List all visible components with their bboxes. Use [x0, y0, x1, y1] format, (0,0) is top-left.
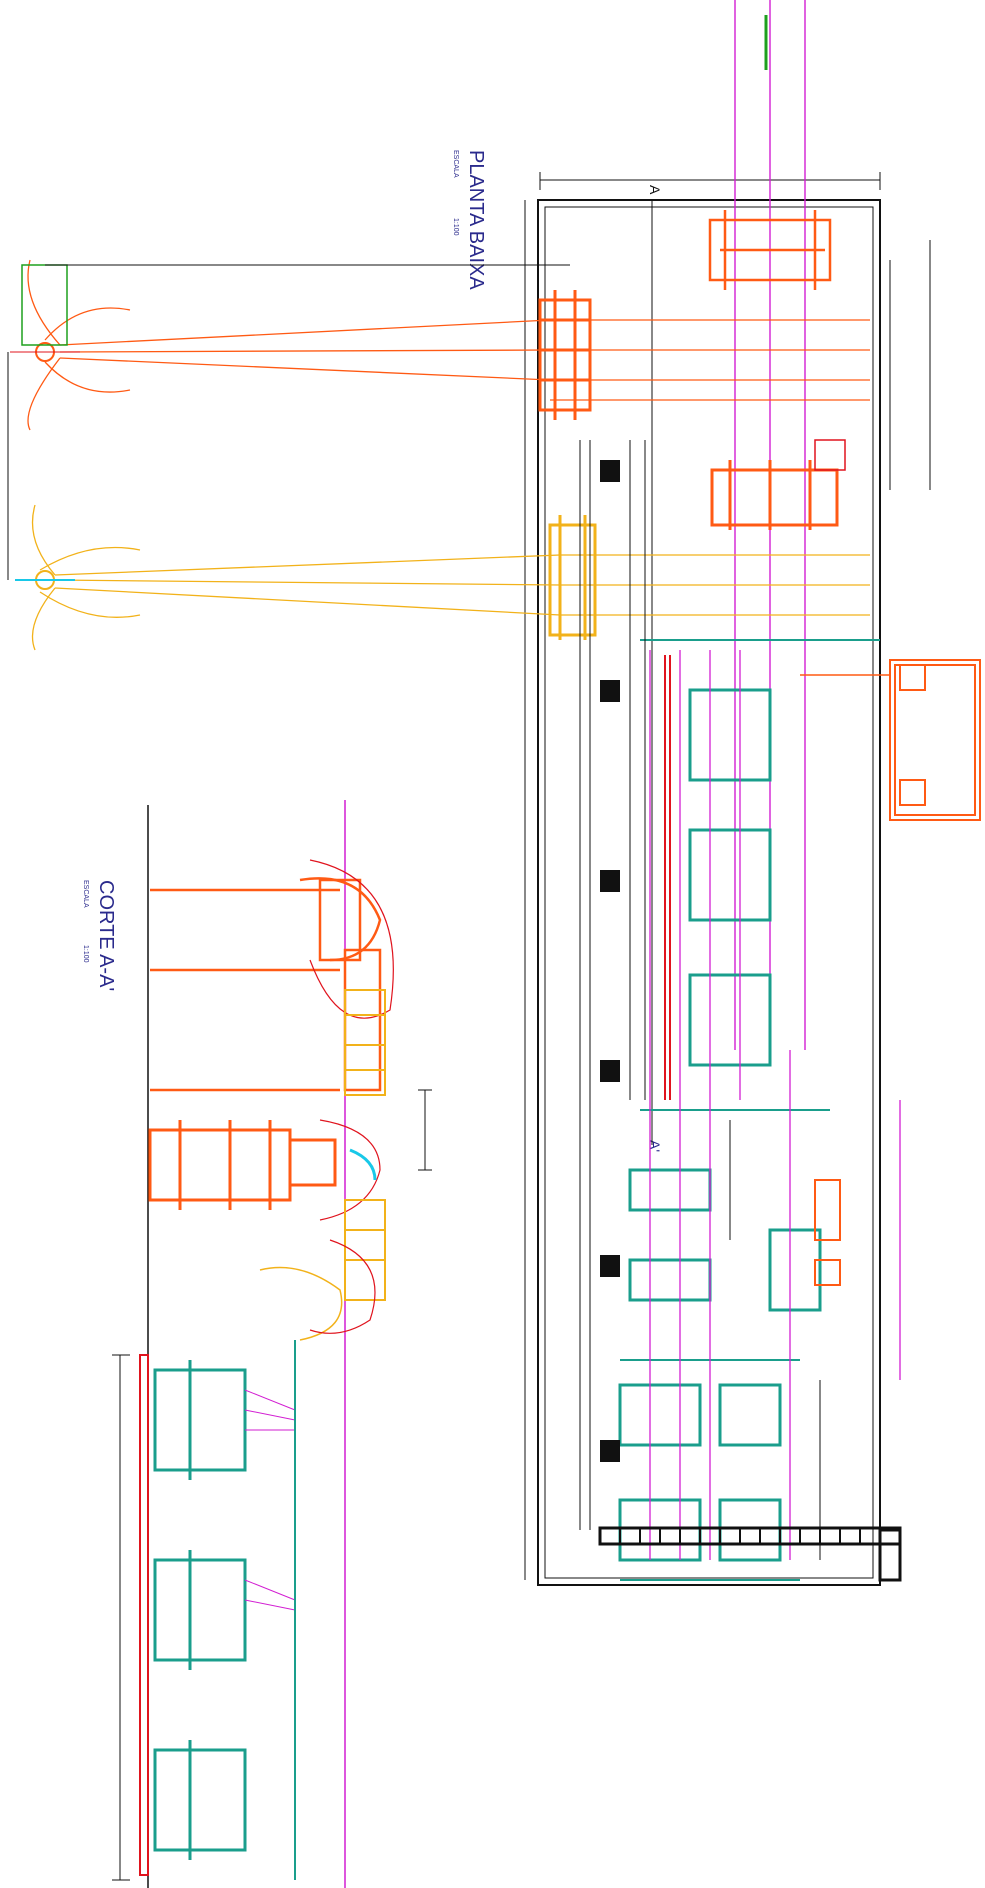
control-house — [889, 659, 981, 821]
section-teal-transformers — [153, 1360, 247, 1860]
main-bay-equipment — [710, 460, 839, 530]
yellow-portal-frame — [548, 515, 597, 640]
yellow-feeder-bundle — [31, 504, 870, 651]
section-transformer-feeders — [244, 1389, 296, 1611]
section-view: CORTE A-A' ESCALA 1:100 — [82, 800, 432, 1888]
plan-scale-label: ESCALA — [452, 150, 459, 178]
plan-title-block: PLANTA BAIXA ESCALA 1:100 — [452, 150, 487, 290]
plan-interior-dimensions — [629, 240, 931, 1560]
plan-dimension-top — [539, 172, 881, 190]
plan-title: PLANTA BAIXA — [465, 150, 487, 290]
section-yellow-structure-2 — [344, 1199, 386, 1301]
cable-trench-blocks — [600, 460, 620, 1462]
section-yellow-structure-1 — [344, 989, 386, 1096]
substation-fence-inner — [544, 206, 874, 1579]
section-dimension-right — [418, 1089, 432, 1171]
cable-trench-row — [598, 1526, 902, 1546]
internal-buses — [649, 650, 901, 1560]
section-clearance-arc-2 — [319, 1119, 381, 1221]
section-foundation-dimension — [112, 1354, 130, 1881]
section-title-block: CORTE A-A' ESCALA 1:100 — [82, 880, 117, 991]
section-cyan-bushing — [349, 1148, 377, 1181]
line-entry-gantry — [708, 210, 832, 290]
section-title: CORTE A-A' — [95, 880, 117, 991]
section-orange-equipment — [148, 1120, 337, 1210]
section-marker-bottom: A' — [647, 1140, 663, 1152]
section-marker-top: A — [647, 185, 663, 195]
orange-portal-frame — [538, 290, 592, 420]
aux-transformer-group — [814, 1179, 841, 1286]
section-clearance-arc-1 — [309, 859, 394, 1019]
plan-scale-value: 1:100 — [452, 218, 459, 236]
tower-annotation-box — [21, 264, 68, 346]
bay-control-panel — [814, 439, 846, 471]
orange-feeder-bundle — [27, 259, 870, 431]
plan-view: PLANTA BAIXA ESCALA 1:100 A A' — [7, 0, 981, 1586]
cable-trench-corner — [878, 1528, 902, 1582]
section-scale-value: 1:100 — [82, 945, 89, 963]
red-bus-loop — [664, 655, 671, 1100]
section-clearance-arc-3 — [309, 1239, 376, 1334]
substation-fence-outer — [537, 199, 881, 1586]
cable-trench-row-cells — [619, 1528, 881, 1544]
section-red-foundation — [139, 1354, 149, 1876]
section-scale-label: ESCALA — [82, 880, 89, 908]
section-yellow-arc — [259, 1266, 343, 1341]
cable-trench-vertical — [579, 440, 591, 1530]
section-orange-gantry — [150, 877, 382, 1092]
